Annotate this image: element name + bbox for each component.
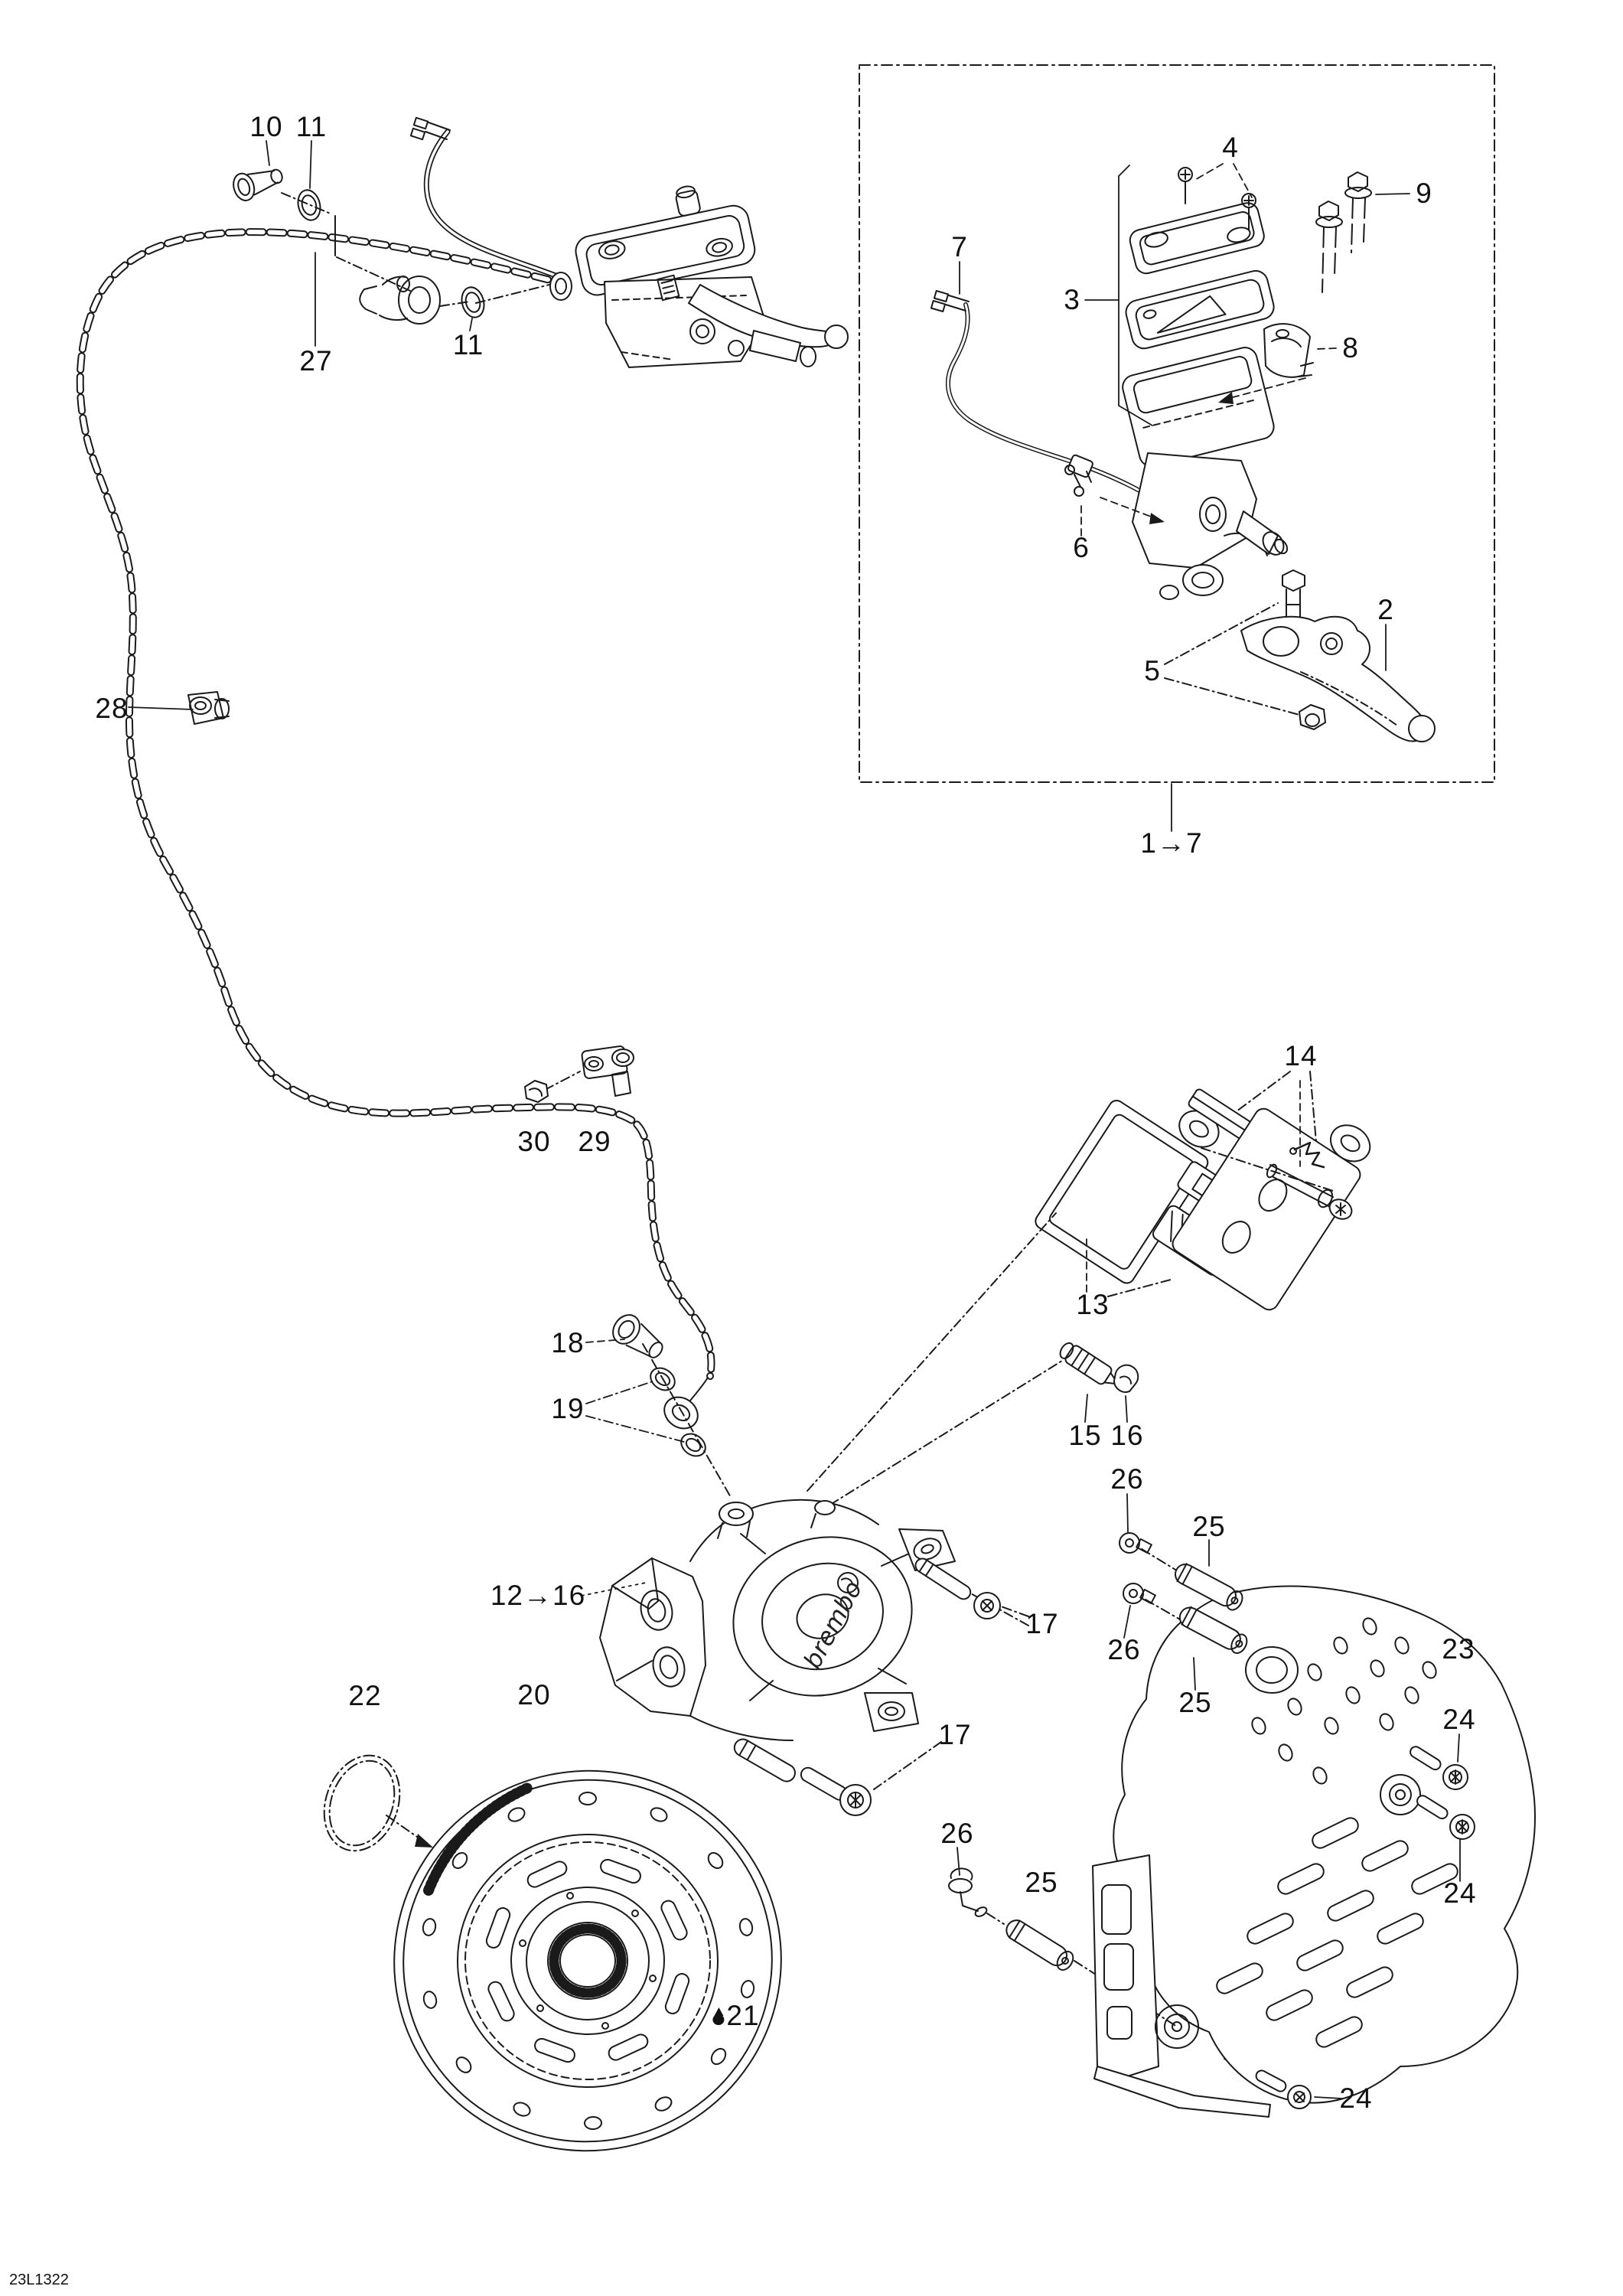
bleeder-valve-15 xyxy=(1059,1342,1119,1385)
caliper-bolt-17b xyxy=(733,1738,872,1816)
spacer-25a xyxy=(1174,1563,1243,1611)
reservoir-body xyxy=(1122,347,1289,600)
bleeder-cap-16 xyxy=(1113,1364,1139,1393)
pivot-nut-5 xyxy=(1299,704,1326,730)
nut-30 xyxy=(524,1080,549,1103)
screw-26c xyxy=(948,1867,988,1917)
brake-caliper: brembo xyxy=(599,1499,956,1741)
mounting-bracket-23 xyxy=(1092,1585,1536,2118)
spacer-25b xyxy=(1178,1606,1248,1655)
document-code: 23L1322 xyxy=(9,2272,69,2288)
spacer-25c xyxy=(1005,1919,1074,1971)
o-ring-22 xyxy=(323,1754,401,1852)
leader-lines xyxy=(128,140,1461,2099)
handlebar-clamp-8 xyxy=(1263,323,1314,378)
bracket-slots xyxy=(1216,1817,1458,2048)
brake-switch-wires xyxy=(409,116,559,279)
wire-clip-6 xyxy=(1064,454,1093,497)
pad-spring-clip-14 xyxy=(1289,1141,1325,1169)
reservoir-cap xyxy=(1129,167,1265,275)
screw-26a xyxy=(1119,1532,1152,1554)
reservoir-gasket xyxy=(1125,269,1275,350)
arrow-head-22 xyxy=(415,1834,433,1848)
screw-26b xyxy=(1123,1583,1156,1605)
washer-11a xyxy=(297,189,321,221)
hose-clamp-28 xyxy=(187,691,230,725)
washer-11b xyxy=(461,286,485,318)
disc-slots xyxy=(485,1858,690,2063)
pad-pin-14 xyxy=(1266,1163,1353,1220)
hose-banjo-fitting xyxy=(359,276,441,325)
screw-24c xyxy=(1255,2069,1312,2109)
master-cylinder-assembled xyxy=(549,185,849,368)
exploded-view-box xyxy=(859,64,1495,783)
screw-24b xyxy=(1416,1795,1475,1840)
screw-24a xyxy=(1410,1746,1468,1790)
brake-disc-20 xyxy=(393,1769,782,2152)
banjo-bolt-10 xyxy=(233,168,283,201)
washers-19 xyxy=(650,1367,709,1457)
brake-lever-2 xyxy=(1240,615,1436,742)
caliper-bolt-17a xyxy=(914,1557,1001,1619)
bolts-9 xyxy=(1315,171,1372,293)
wires-7 xyxy=(930,289,1169,510)
bracket-small-holes xyxy=(1251,1617,1437,1785)
disc-outer-holes xyxy=(422,1792,755,2131)
banjo-bolt-18 xyxy=(612,1314,663,1358)
brake-hose xyxy=(76,228,715,1380)
hose-clamp-29 xyxy=(581,1045,634,1097)
brake-pads-13 xyxy=(1035,1088,1371,1311)
